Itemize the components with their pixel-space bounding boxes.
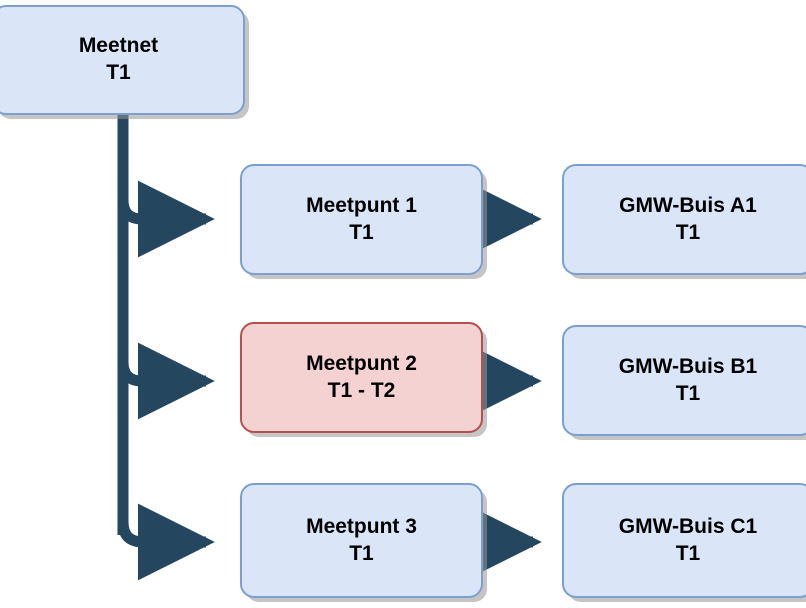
node-gmw-buis-b1[interactable]: GMW-Buis B1 T1 — [562, 325, 806, 436]
node-meetpunt3-line1: Meetpunt 3 — [306, 514, 417, 538]
node-gmw-buis-a1[interactable]: GMW-Buis A1 T1 — [562, 164, 806, 275]
node-meetpunt2-line1: Meetpunt 2 — [306, 351, 417, 375]
node-gmw-buis-a1-line1: GMW-Buis A1 — [619, 193, 757, 217]
node-meetpunt2-line2: T1 - T2 — [327, 378, 396, 402]
edge-meetnet-to-meetpunt3 — [117, 503, 215, 581]
edge-meetnet-to-meetpunt2 — [117, 342, 215, 420]
node-gmw-buis-b1-line1: GMW-Buis B1 — [618, 354, 758, 378]
node-meetnet-line1: Meetnet — [78, 34, 159, 58]
node-gmw-buis-a1-line2: T1 — [675, 220, 701, 244]
node-meetpunt1-line2: T1 — [349, 220, 374, 244]
node-gmw-buis-c1-line1: GMW-Buis C1 — [618, 514, 758, 538]
node-meetpunt1[interactable]: Meetpunt 1 T1 — [240, 164, 483, 275]
node-gmw-buis-b1-line2: T1 — [675, 381, 701, 405]
node-meetpunt1-line1: Meetpunt 1 — [306, 193, 417, 217]
node-gmw-buis-c1[interactable]: GMW-Buis C1 T1 — [562, 483, 806, 598]
node-meetpunt2[interactable]: Meetpunt 2 T1 - T2 — [240, 322, 483, 433]
node-meetnet-line2: T1 — [106, 61, 131, 84]
node-meetpunt3-line2: T1 — [349, 541, 374, 565]
node-meetnet[interactable]: Meetnet T1 — [0, 5, 245, 115]
node-meetpunt3[interactable]: Meetpunt 3 T1 — [240, 483, 483, 598]
node-gmw-buis-c1-line2: T1 — [675, 541, 701, 565]
edge-meetnet-to-meetpunt1 — [117, 180, 215, 258]
